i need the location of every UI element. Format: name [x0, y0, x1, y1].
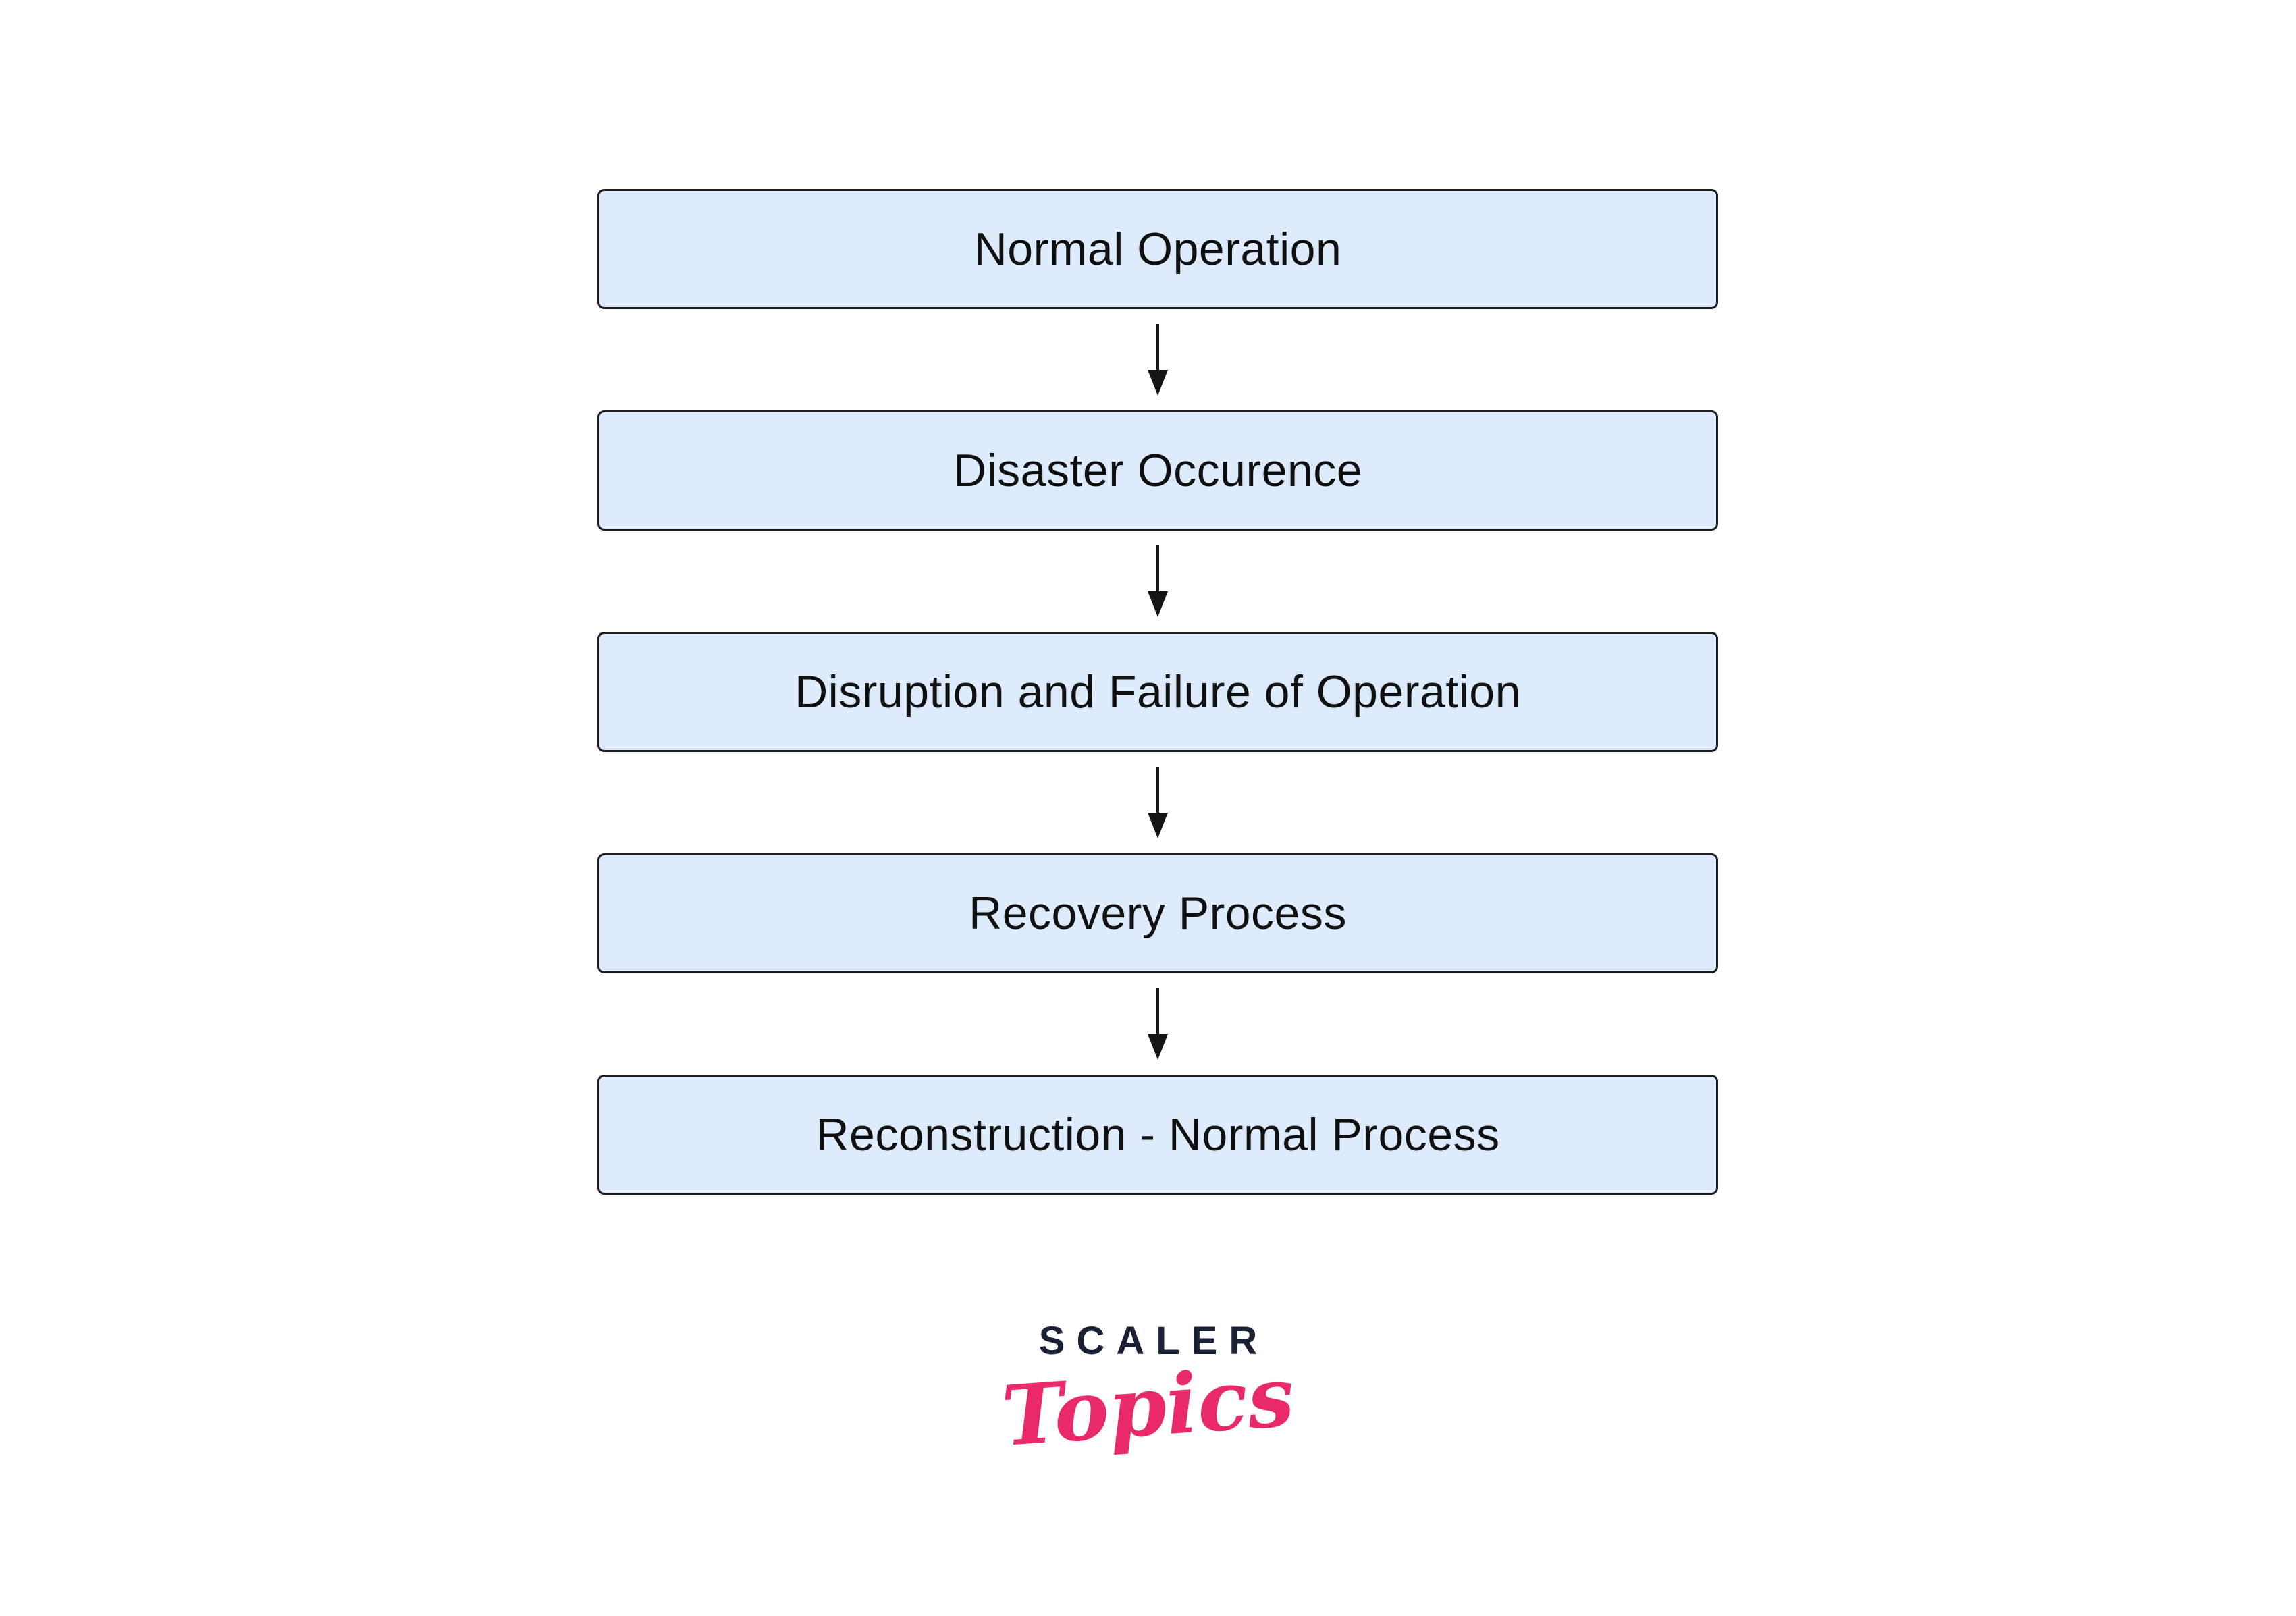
topics-wordmark-wrap: Topics	[0, 1347, 2296, 1465]
arrow-down-icon	[597, 531, 1718, 632]
arrow-head	[1148, 370, 1168, 396]
flow-step-label: Reconstruction - Normal Process	[816, 1109, 1500, 1160]
arrow-shaft	[1156, 324, 1159, 370]
flow-step-normal-operation: Normal Operation	[597, 189, 1718, 309]
flow-step-label: Disruption and Failure of Operation	[795, 666, 1521, 718]
flow-step-reconstruction-normal-process: Reconstruction - Normal Process	[597, 1075, 1718, 1195]
flow-step-label: Recovery Process	[969, 888, 1347, 939]
flowchart-column: Normal Operation Disaster Occurence Disr…	[597, 189, 1718, 1195]
arrow-head	[1148, 1034, 1168, 1060]
arrow-head	[1148, 591, 1168, 617]
arrow-shaft	[1156, 988, 1159, 1034]
flow-step-disaster-occurence: Disaster Occurence	[597, 410, 1718, 531]
arrow-down-icon	[597, 752, 1718, 853]
scaler-wordmark: SCALER	[1038, 1319, 1269, 1363]
arrow-down-icon	[597, 973, 1718, 1075]
scaler-topics-logo: SCALER Topics	[0, 1319, 2296, 1465]
arrow-down-icon	[597, 309, 1718, 410]
topics-wordmark: Topics	[998, 1347, 1298, 1465]
arrow-head	[1148, 813, 1168, 838]
flow-step-disruption-and-failure: Disruption and Failure of Operation	[597, 632, 1718, 752]
flow-step-label: Normal Operation	[973, 223, 1342, 275]
arrow-shaft	[1156, 767, 1159, 813]
flow-step-label: Disaster Occurence	[953, 445, 1363, 496]
flow-step-recovery-process: Recovery Process	[597, 853, 1718, 973]
arrow-shaft	[1156, 545, 1159, 591]
